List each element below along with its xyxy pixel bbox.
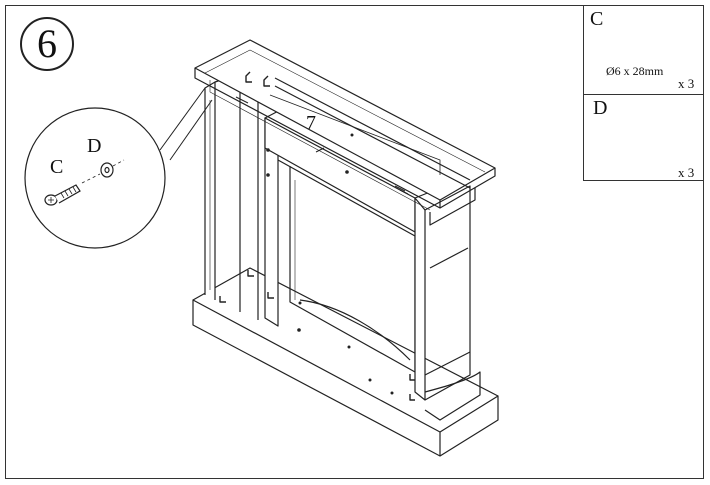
instruction-frame bbox=[5, 5, 704, 479]
base-plinth bbox=[192, 267, 499, 457]
holes bbox=[266, 133, 394, 395]
step-number-badge: 6 bbox=[20, 17, 74, 71]
callout-label-d: D bbox=[87, 135, 102, 157]
panel-number-label: 7 bbox=[306, 112, 316, 134]
callout-label-c: C bbox=[50, 156, 64, 178]
support-rails bbox=[269, 77, 471, 189]
parts-list-box: C Ø6 x 28mm x 3 D x 3 bbox=[583, 5, 704, 181]
part-letter: C bbox=[590, 8, 604, 30]
step-number: 6 bbox=[37, 21, 57, 66]
part-quantity: x 3 bbox=[678, 76, 695, 91]
callout-leader bbox=[159, 87, 213, 161]
left-side-panel bbox=[204, 67, 259, 320]
brackets bbox=[219, 71, 415, 401]
callout-bolt bbox=[44, 184, 81, 206]
mantel-top bbox=[194, 39, 496, 226]
part-spec: Ø6 x 28mm bbox=[606, 64, 664, 78]
right-leg bbox=[414, 185, 481, 421]
part-letter: D bbox=[593, 97, 608, 119]
callout-circle bbox=[24, 107, 166, 249]
screws bbox=[235, 96, 409, 195]
part-quantity: x 3 bbox=[678, 165, 695, 180]
parts-divider bbox=[584, 94, 703, 95]
